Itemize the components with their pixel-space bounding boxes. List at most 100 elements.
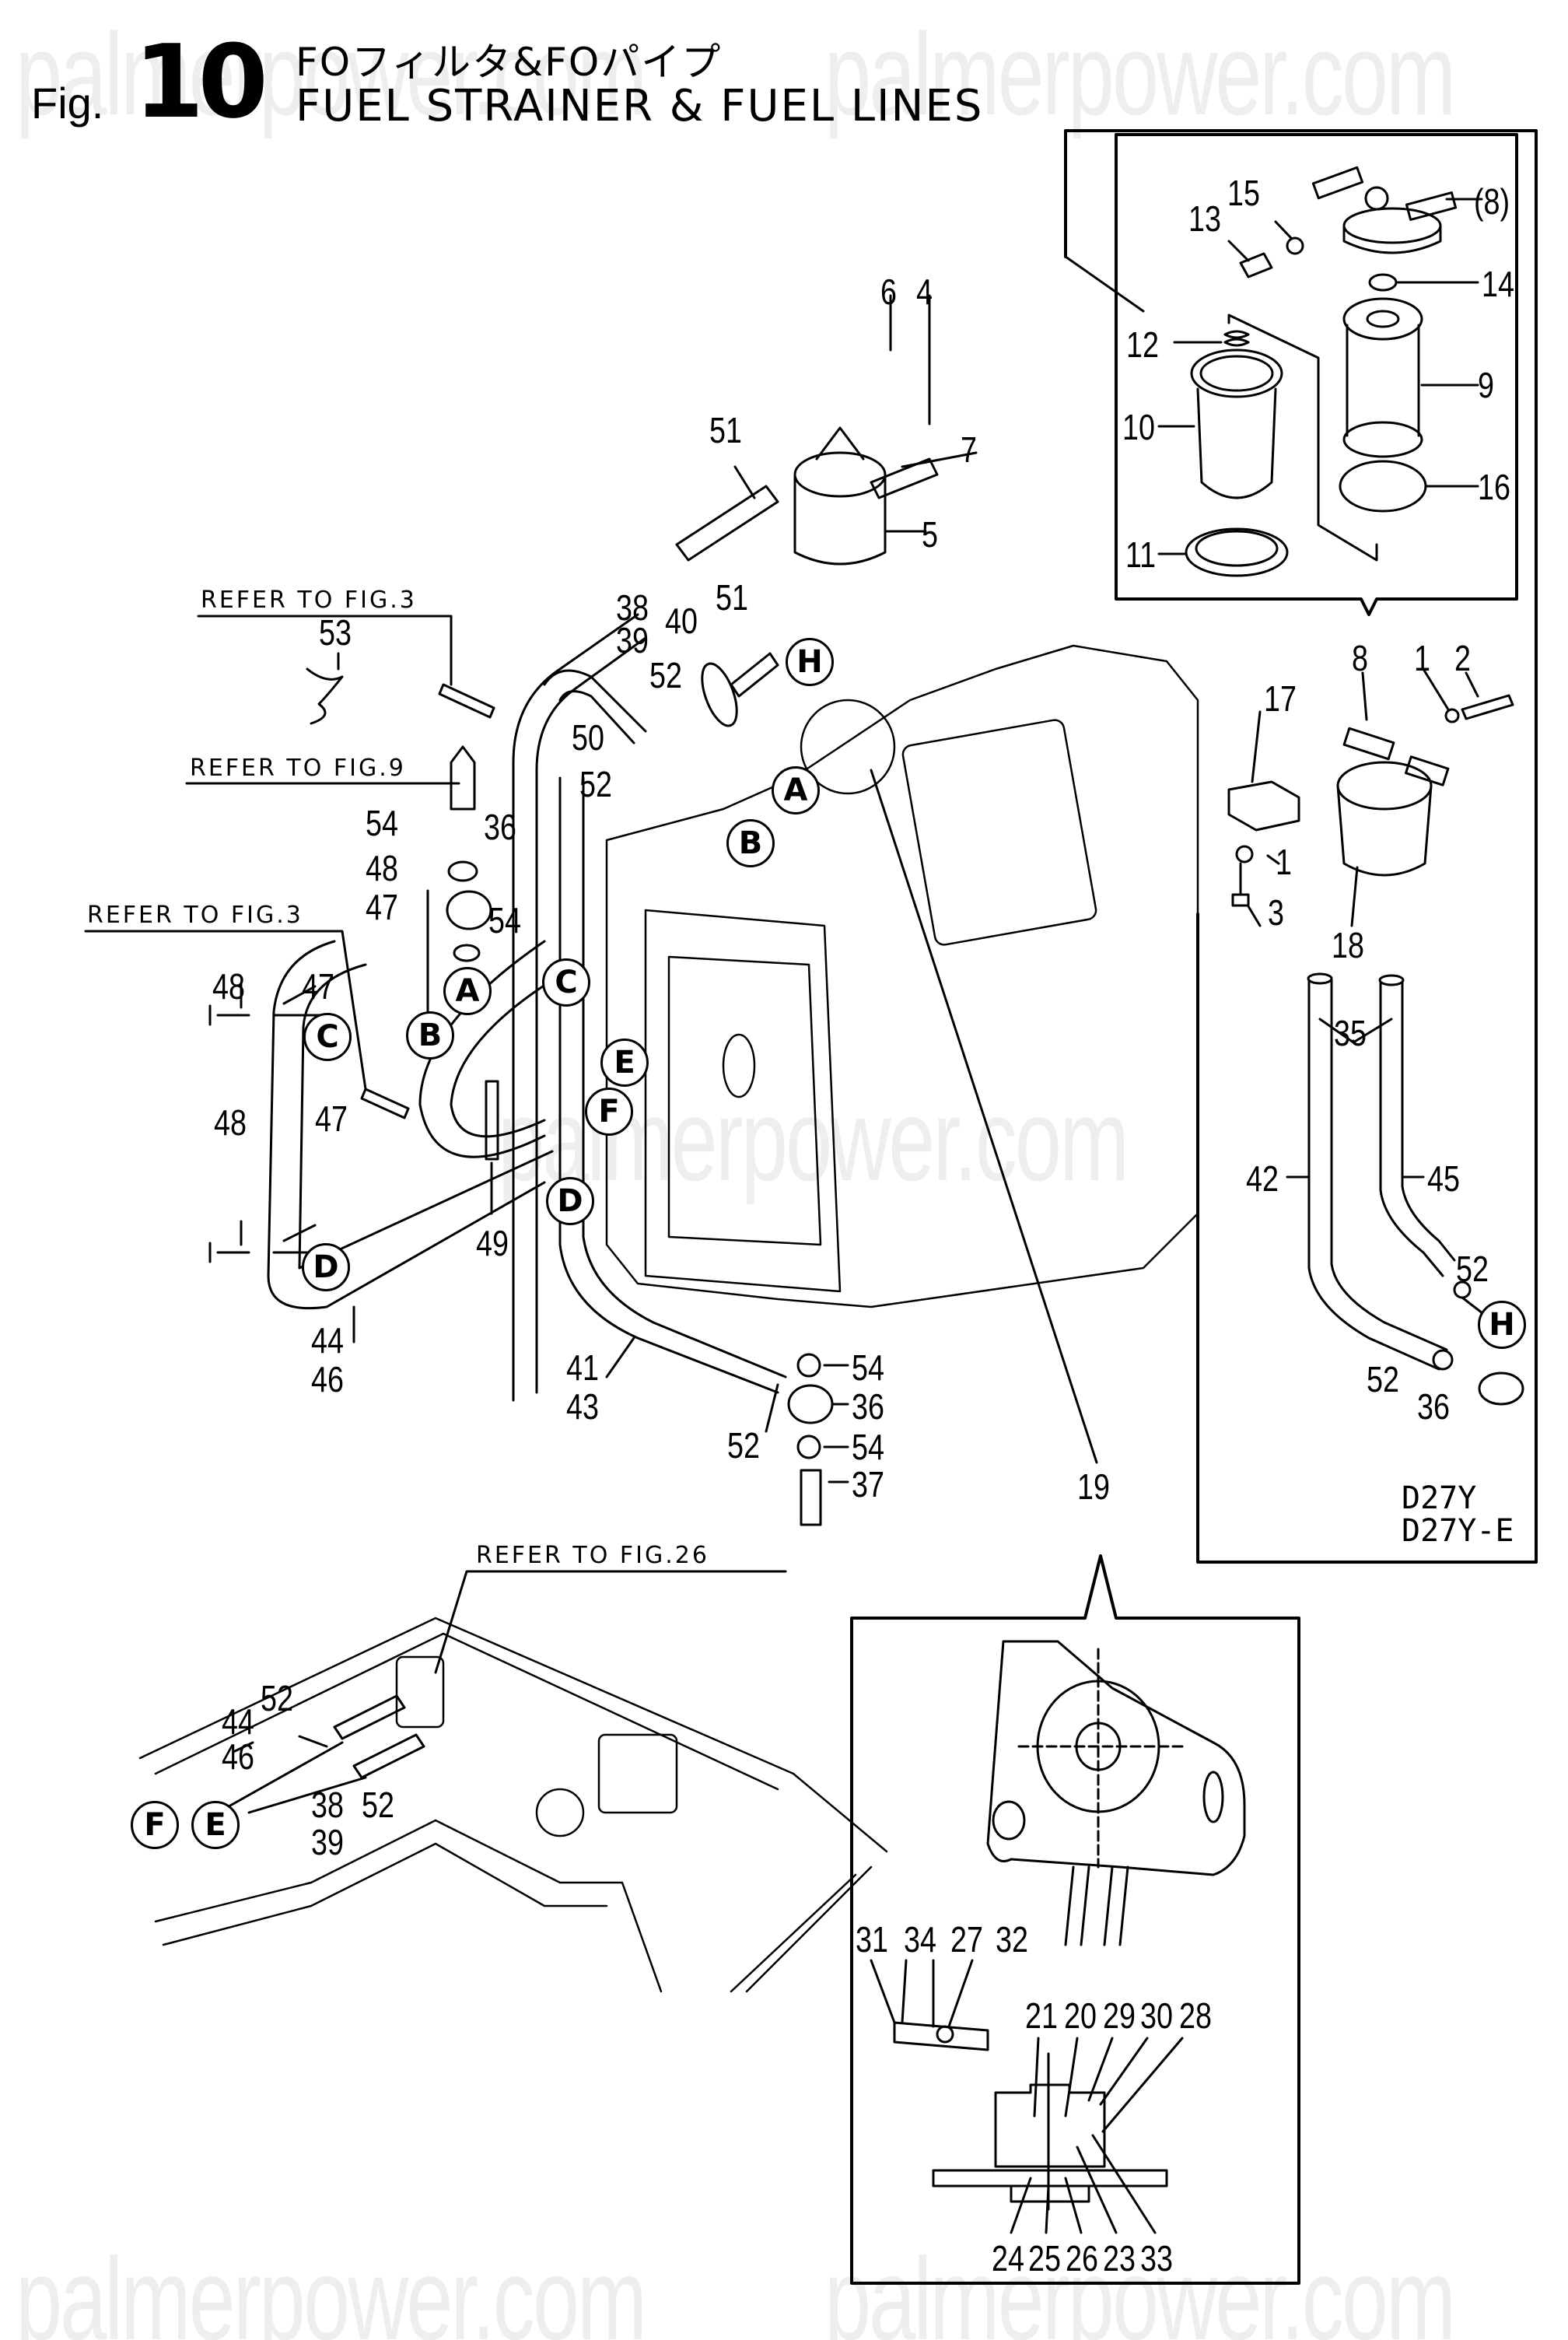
part-label-52-right-lower: 52 [1367, 1359, 1399, 1399]
part-label-4: 4 [916, 271, 933, 312]
part-label-54-bottom-upper: 54 [852, 1347, 884, 1388]
part-label-24: 24 [992, 2238, 1024, 2279]
part-label-23: 23 [1103, 2238, 1136, 2279]
part-label-54-left-top: 54 [366, 803, 398, 843]
washer-54-left-bottom [453, 944, 481, 962]
clip-53 [306, 667, 344, 725]
part-label-11: 11 [1125, 534, 1157, 575]
watermark: palmerpower.com [824, 9, 1456, 139]
part-label-39-inset: 39 [311, 1822, 344, 1862]
title-english: FUEL STRAINER & FUEL LINES [296, 81, 984, 131]
model-line-1: D27Y [1402, 1480, 1477, 1516]
part-label-20: 20 [1064, 1995, 1097, 2036]
ref-circle-b-left: B [406, 1011, 454, 1060]
hose-38-39-inset [352, 1733, 425, 1779]
ref-circle-e-block: E [600, 1039, 649, 1087]
ref-circle-d-left: D [302, 1243, 350, 1291]
o-ring-14 [1368, 273, 1398, 292]
part-label-38-top: 38 [616, 587, 649, 628]
ref-circle-h-top: H [786, 638, 834, 686]
washer-15 [1286, 236, 1304, 255]
part-label-41: 41 [566, 1347, 599, 1388]
ref-circle-h-right: H [1478, 1301, 1526, 1349]
part-label-14: 14 [1482, 264, 1514, 304]
bolt-3 [1231, 862, 1250, 907]
watermark: palmerpower.com [824, 2233, 1456, 2340]
part-label-48-bottom: 48 [214, 1102, 247, 1143]
part-label-26: 26 [1066, 2238, 1098, 2279]
part-label-52-hose: 52 [579, 764, 612, 804]
ref-circle-c-left: C [303, 1013, 352, 1061]
feed-pump-section-view [932, 2052, 1168, 2211]
part-label-2: 2 [1454, 638, 1471, 678]
plug-13 [1239, 252, 1273, 278]
part-label-44-inset: 44 [222, 1701, 254, 1742]
oil-pan-frame [138, 1617, 888, 1993]
watermark: palmerpower.com [16, 2233, 647, 2340]
fuel-pump-5 [793, 426, 939, 566]
part-label-49: 49 [476, 1223, 509, 1263]
part-label-43: 43 [566, 1386, 599, 1427]
pipe-44-46 [267, 940, 554, 1310]
o-ring-16 [1339, 460, 1427, 513]
part-label-54-bottom-lower: 54 [852, 1427, 884, 1467]
bolt-2 [1461, 694, 1514, 720]
part-label-9: 9 [1478, 365, 1494, 405]
washer-54-left-top [447, 860, 478, 882]
part-label-30: 30 [1140, 1995, 1173, 2036]
figure-prefix: Fig. [31, 79, 104, 128]
part-label-42: 42 [1246, 1158, 1279, 1199]
part-label-18: 18 [1332, 925, 1364, 965]
part-label-40: 40 [665, 601, 698, 641]
hose-51-top [675, 485, 779, 562]
ref-circle-f-block: F [585, 1088, 633, 1136]
washer-1b [1235, 845, 1254, 863]
part-label-1-lower: 1 [1276, 842, 1292, 882]
banjo-36-left [446, 890, 492, 930]
screw-48-lower [208, 1242, 314, 1263]
hose-38-39 [543, 669, 647, 744]
ref-circle-f-inset: F [131, 1801, 179, 1849]
part-label-35: 35 [1334, 1013, 1367, 1053]
part-label-47-bottom: 47 [315, 1098, 348, 1139]
ref-circle-c-block: C [542, 958, 590, 1007]
part-label-28: 28 [1179, 1995, 1212, 2036]
hose-45 [1378, 974, 1456, 1277]
part-label-47-top: 47 [366, 887, 398, 927]
part-label-52-pump: 52 [649, 655, 682, 695]
part-label-54-left-bottom: 54 [488, 900, 521, 941]
filter-exploded-box [1115, 133, 1518, 616]
bracket-49 [485, 1080, 499, 1161]
part-label-52-inset-top: 52 [261, 1678, 293, 1718]
part-label-8-bracket: (8) [1474, 181, 1510, 222]
part-label-38-inset: 38 [311, 1785, 344, 1825]
feed-pump-side-view [893, 2021, 989, 2051]
part-label-31: 31 [856, 1919, 888, 1960]
part-label-8: 8 [1352, 638, 1368, 678]
washer-54-upper [796, 1353, 821, 1378]
ref-circle-a-top: A [772, 766, 820, 814]
hose-42 [1307, 972, 1448, 1371]
refer-fig9: REFER TO FIG.9 [190, 755, 406, 782]
part-label-16: 16 [1478, 467, 1510, 507]
part-label-44: 44 [311, 1320, 344, 1361]
hose-44-46-inset [333, 1694, 406, 1740]
ref-circle-b-top: B [726, 819, 775, 867]
part-label-47-mid: 47 [302, 966, 334, 1007]
filter-element-9 [1342, 297, 1423, 458]
part-label-34: 34 [904, 1919, 936, 1960]
ref-circle-d-block: D [546, 1177, 594, 1225]
banjo-36-bottom [787, 1384, 834, 1424]
model-line-2: D27Y-E [1402, 1513, 1514, 1549]
ref-circle-a-left: A [443, 967, 492, 1015]
part-label-48-top: 48 [366, 848, 398, 888]
part-label-6: 6 [880, 271, 897, 312]
part-label-29: 29 [1103, 1995, 1136, 2036]
part-label-32: 32 [996, 1919, 1028, 1960]
banjo-36-right [1478, 1371, 1524, 1406]
part-label-48-mid: 48 [212, 966, 245, 1007]
part-label-46: 46 [311, 1359, 344, 1399]
engine-block [605, 644, 1199, 1308]
part-label-3: 3 [1268, 892, 1284, 933]
part-label-53: 53 [319, 612, 352, 653]
